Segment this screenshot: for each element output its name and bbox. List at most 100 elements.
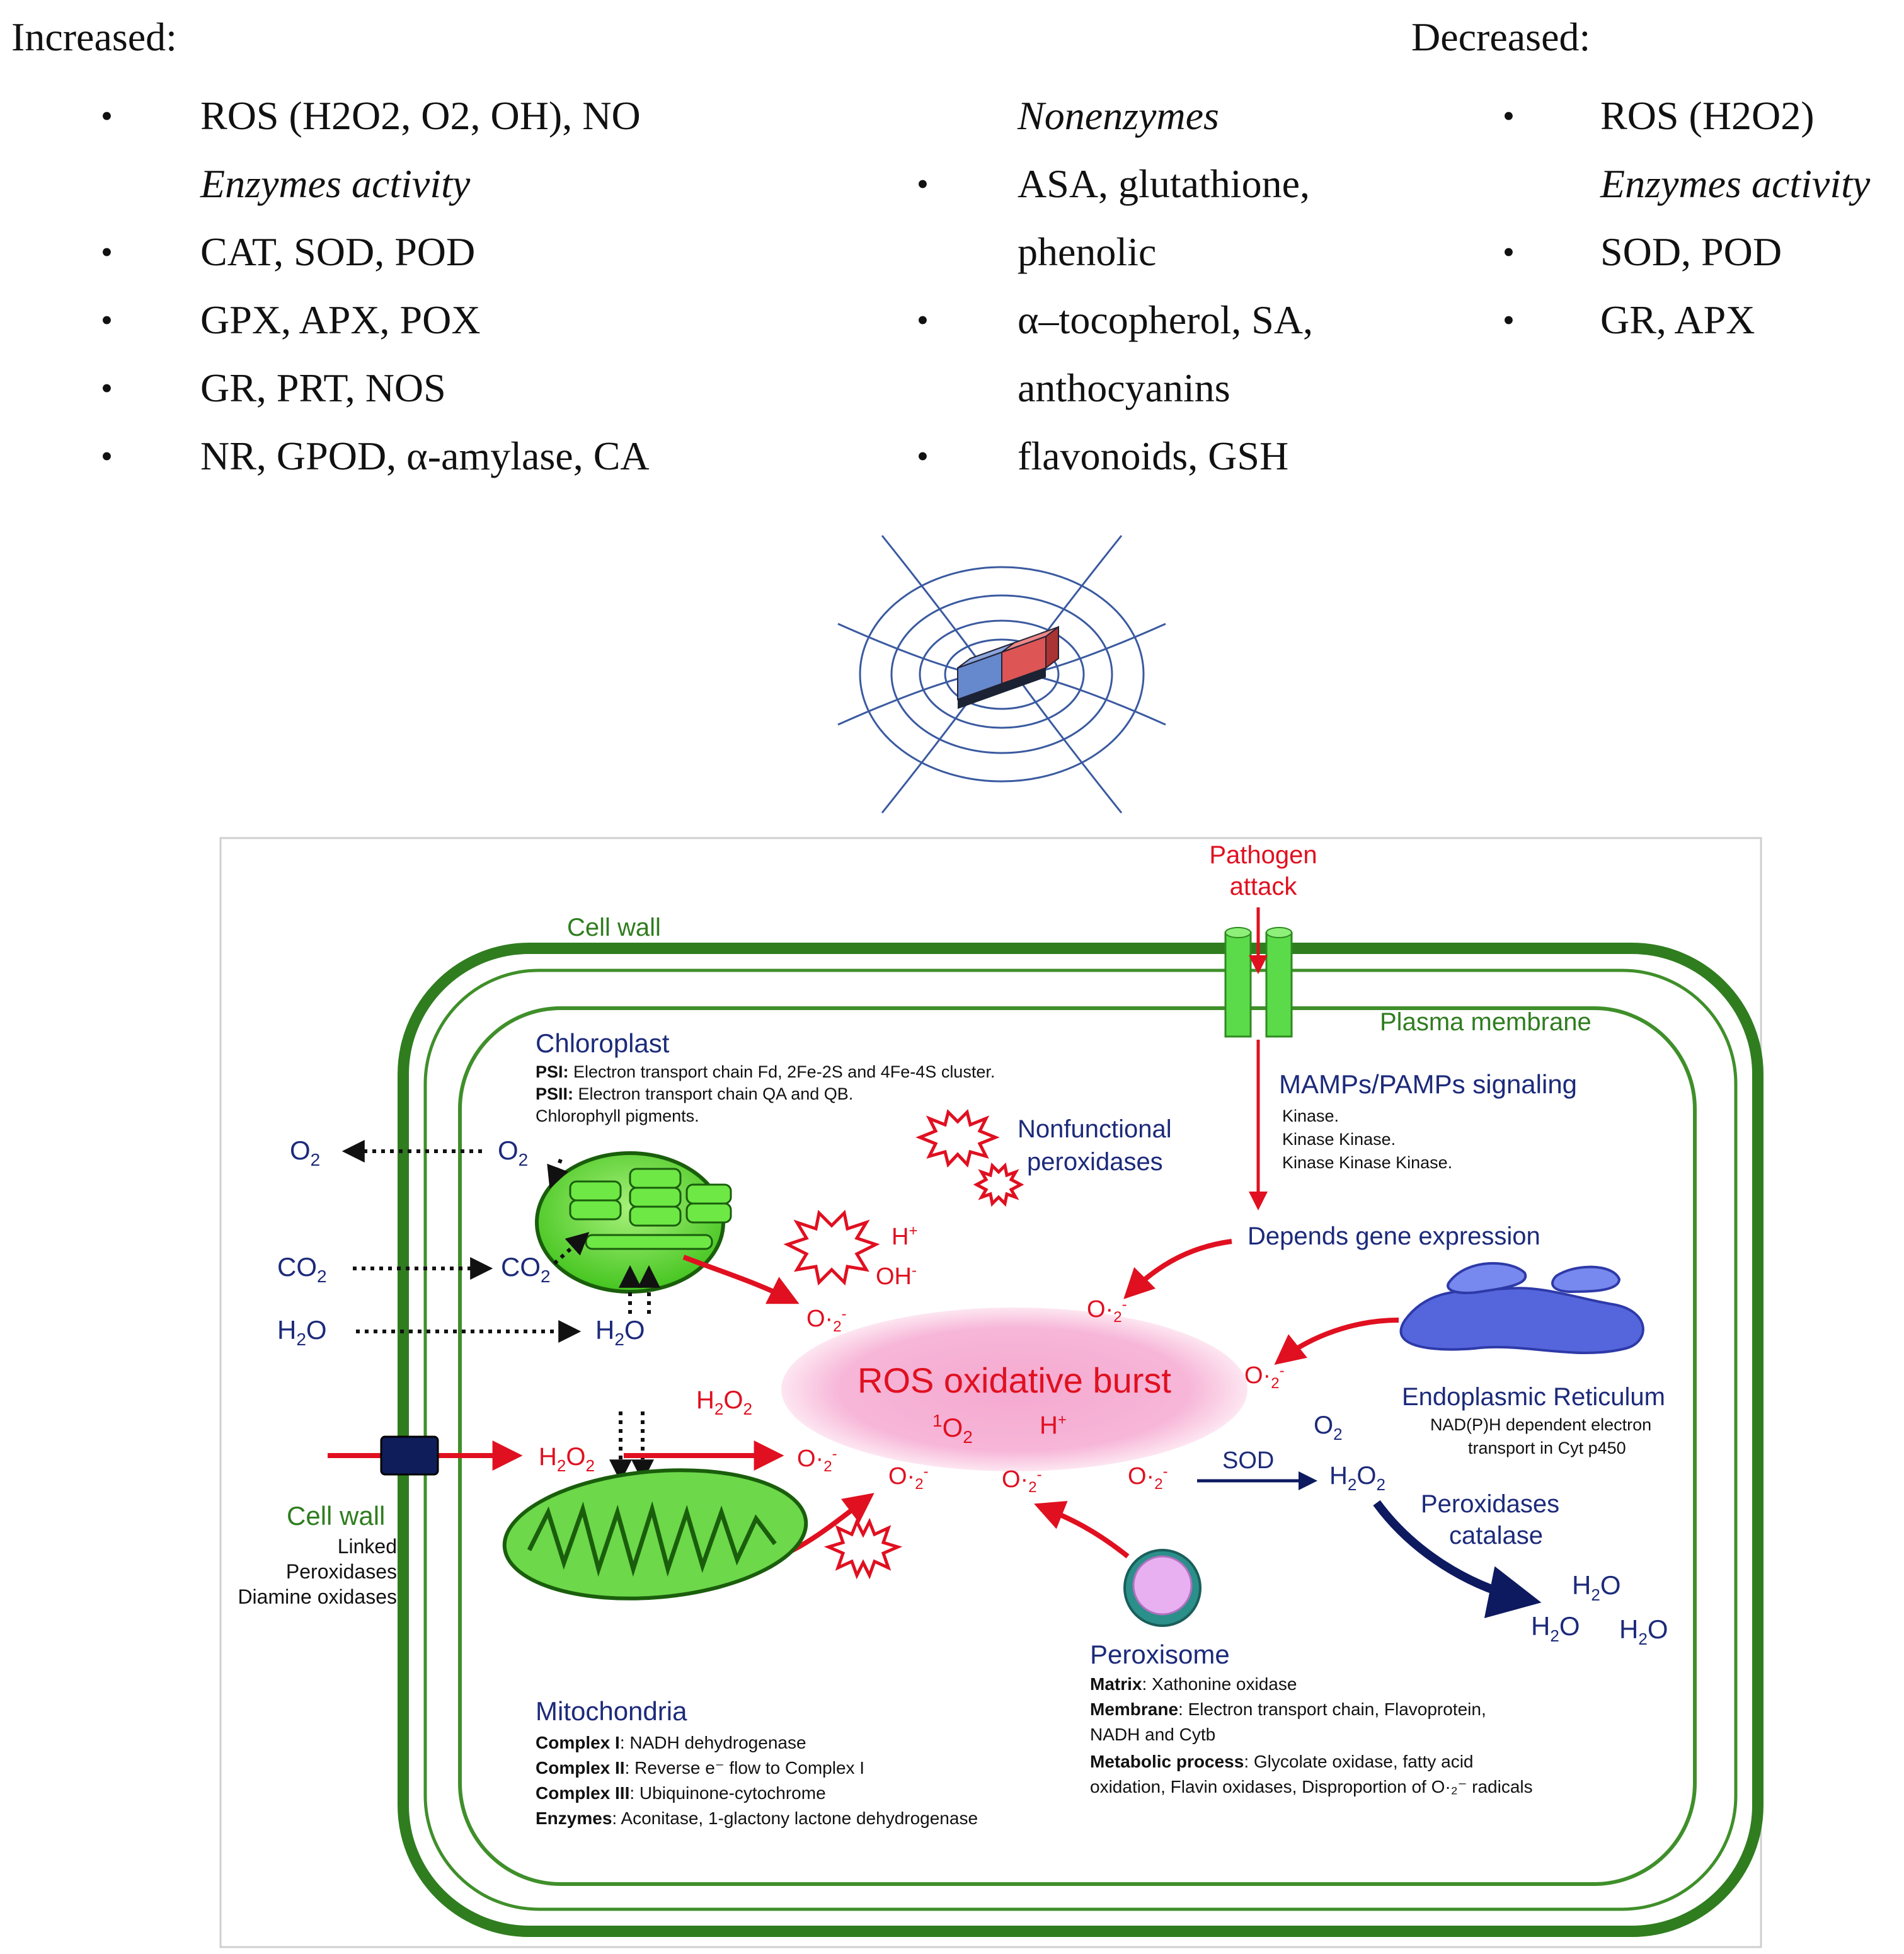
depends-gene-label: Depends gene expression	[1247, 1222, 1540, 1250]
cell-wall-top-label: Cell wall	[567, 914, 661, 941]
nonenzymes-item-text: ASA, glutathione,	[1018, 161, 1310, 206]
plasma-membrane-label: Plasma membrane	[1380, 1008, 1591, 1036]
superoxide-label: O·2-	[888, 1463, 929, 1493]
nonenzymes-item-text: Nonenzymes	[1018, 93, 1219, 138]
h2o2-cloud-label: H2O2	[696, 1386, 752, 1418]
mamps-line-2: Kinase Kinase.	[1282, 1130, 1396, 1149]
peroxisome-title: Peroxisome	[1090, 1640, 1230, 1669]
ros-burst-cloud	[781, 1307, 1247, 1471]
nonenzymes-item-text: α–tocopherol, SA,	[1018, 297, 1314, 342]
co2-inside-label: CO2	[501, 1252, 551, 1286]
magnet-field-illustration	[837, 535, 1166, 813]
bar-magnet	[957, 626, 1059, 709]
mito-enzymes: Enzymes: Aconitase, 1-glactony lactone d…	[536, 1808, 978, 1828]
nonenzymes-item-text: phenolic	[1018, 229, 1157, 274]
er-title: Endoplasmic Reticulum	[1402, 1383, 1665, 1411]
nonfunctional-label-1: Nonfunctional	[1018, 1115, 1172, 1143]
nonenzymes-item-text: flavonoids, GSH	[1018, 434, 1289, 478]
h2o-product-label: H2O	[1572, 1570, 1620, 1604]
nonfunctional-label-2: peroxidases	[1027, 1148, 1163, 1176]
mamps-line-3: Kinase Kinase Kinase.	[1282, 1153, 1452, 1172]
h2o2-right-label: H2O2	[1329, 1462, 1385, 1494]
sod-label: SOD	[1222, 1447, 1274, 1474]
peroxisome-organelle	[1123, 1549, 1201, 1627]
superoxide-label: O·2-	[1002, 1466, 1042, 1496]
species-labels: O2 O2 CO2 CO2 H2O H2O	[277, 1135, 645, 1349]
cell-wall-left-line-1: Linked	[338, 1535, 397, 1558]
superoxide-label: O·2-	[1087, 1296, 1127, 1326]
increased-item-text: GR, PRT, NOS	[200, 365, 446, 410]
pathogen-label-2: attack	[1230, 873, 1298, 900]
water-products: H2O H2O H2O	[1531, 1570, 1668, 1648]
superoxide-label: O·2-	[797, 1445, 837, 1475]
h2o-product-label: H2O	[1531, 1611, 1580, 1645]
decreased-item-text: SOD, POD	[1600, 229, 1782, 274]
superoxide-labels: O·2- O·2- O·2- O·2- O·2- O·2- O·2-	[797, 1296, 1285, 1496]
h2o-product-label: H2O	[1619, 1614, 1668, 1648]
cell-wall-left-line-2: Peroxidases	[286, 1560, 397, 1583]
chloroplast-title: Chloroplast	[536, 1028, 670, 1058]
mito-complex-3: Complex III: Ubiquinone-cytochrome	[536, 1783, 826, 1803]
catalase-arrow	[1373, 1500, 1542, 1618]
chloroplast-psi: PSI: Electron transport chain Fd, 2Fe-2S…	[536, 1062, 995, 1081]
chloroplast-psii: PSII: Electron transport chain QA and QB…	[536, 1084, 853, 1103]
increased-item-text: GPX, APX, POX	[200, 297, 481, 342]
peroxidases-label-2: catalase	[1449, 1522, 1543, 1549]
decreased-item-text: GR, APX	[1600, 297, 1755, 342]
cell-wall-left-title: Cell wall	[287, 1501, 385, 1531]
mitochondrion-organelle	[502, 1468, 808, 1601]
peroxisome-membrane: Membrane: Electron transport chain, Flav…	[1090, 1699, 1486, 1719]
burst-icon	[915, 1109, 1000, 1168]
mamps-line-1: Kinase.	[1282, 1106, 1339, 1125]
increased-item-text: NR, GPOD, α-amylase, CA	[200, 434, 650, 478]
singlet-oxygen-label: 1O2	[932, 1411, 973, 1447]
mamps-title: MAMPs/PAMPs signaling	[1279, 1069, 1577, 1099]
mito-complex-1: Complex I: NADH dehydrogenase	[536, 1733, 806, 1752]
increased-item-text: CAT, SOD, POD	[200, 229, 476, 274]
hplus-cloud-label: H+	[1040, 1411, 1067, 1439]
superoxide-label: O·2-	[1128, 1463, 1168, 1493]
increased-heading: Increased:	[11, 14, 177, 59]
peroxidases-label-1: Peroxidases	[1421, 1490, 1559, 1518]
hplus-label: H+	[892, 1222, 917, 1250]
h2o-inside-label: H2O	[595, 1315, 645, 1349]
chloroplast-organelle	[535, 1151, 732, 1294]
peroxisome-metabolic: Metabolic process: Glycolate oxidase, fa…	[1090, 1752, 1474, 1771]
mitochondria-details: Complex I: NADH dehydrogenase Complex II…	[536, 1733, 978, 1828]
membrane-channel	[1224, 927, 1293, 1038]
burst-icon	[783, 1209, 880, 1286]
o2-outside-label: O2	[290, 1135, 320, 1170]
peroxisome-membrane-2: NADH and Cytb	[1090, 1725, 1215, 1744]
co2-outside-label: CO2	[277, 1252, 327, 1286]
peroxisome-details: Matrix: Xathonine oxidase Membrane: Elec…	[1090, 1674, 1533, 1796]
o2-right-label: O2	[1314, 1411, 1343, 1444]
increased-item-text: ROS (H2O2, O2, OH), NO	[200, 93, 641, 138]
decreased-heading: Decreased:	[1411, 14, 1591, 59]
mitochondria-title: Mitochondria	[536, 1696, 687, 1726]
increased-item-text: Enzymes activity	[200, 161, 471, 206]
ohminus-label: OH-	[876, 1262, 917, 1290]
nonenzymes-item-text: anthocyanins	[1018, 365, 1230, 410]
endoplasmic-reticulum	[1399, 1261, 1644, 1355]
dotted-arrows	[341, 1140, 660, 1483]
decreased-item-text: Enzymes activity	[1600, 161, 1871, 206]
peroxisome-metabolic-2: oxidation, Flavin oxidases, Disproportio…	[1090, 1777, 1533, 1796]
chloroplast-pigments: Chlorophyll pigments.	[536, 1106, 699, 1125]
peroxisome-matrix: Matrix: Xathonine oxidase	[1090, 1674, 1297, 1694]
burst-icon	[973, 1162, 1024, 1207]
burst-icon	[823, 1517, 903, 1580]
superoxide-label: O·2-	[806, 1306, 847, 1335]
cell-wall-left-line-3: Diamine oxidases	[238, 1585, 397, 1608]
mito-complex-2: Complex II: Reverse e⁻ flow to Complex I	[536, 1758, 864, 1778]
ros-burst-label: ROS oxidative burst	[857, 1360, 1171, 1400]
cell-wall-channel	[380, 1435, 439, 1476]
burst-icons	[783, 1109, 1024, 1580]
h2o2-wall-label: H2O2	[539, 1443, 595, 1475]
pathogen-label-1: Pathogen	[1209, 841, 1317, 869]
ros-cell-diagram: Pathogen attack Cell wall Plasma membran…	[219, 837, 1763, 1948]
superoxide-label: O·2-	[1244, 1362, 1285, 1392]
h2o-outside-label: H2O	[277, 1315, 327, 1349]
o2-inside-label: O2	[498, 1135, 528, 1170]
er-line-2: transport in Cyt p450	[1468, 1439, 1626, 1457]
decreased-item-text: ROS (H2O2)	[1600, 93, 1815, 138]
